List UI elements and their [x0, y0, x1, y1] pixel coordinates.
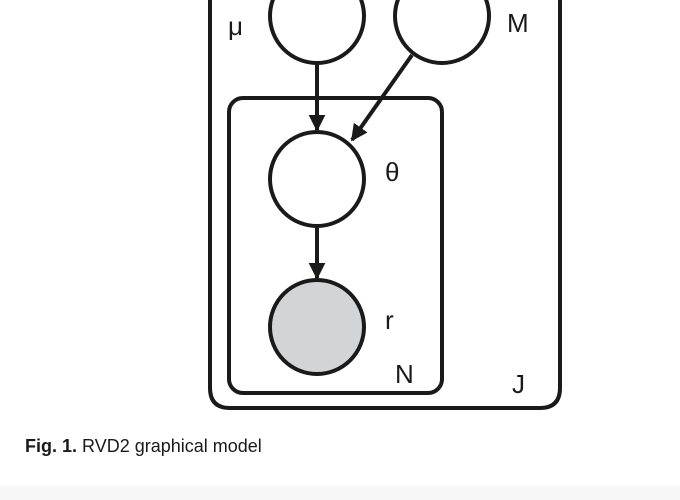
figure-number: Fig. 1. [25, 436, 78, 456]
label-r: r [385, 305, 394, 335]
edge-m-to-theta [350, 53, 414, 142]
plate-label-n: N [395, 359, 414, 389]
inner-plate-n [227, 96, 444, 395]
plate-label-j: J [512, 369, 525, 399]
figure-title: RVD2 graphical model [82, 436, 262, 456]
figure-caption: Fig. 1. RVD2 graphical model [25, 436, 262, 457]
label-m: M [507, 8, 529, 38]
node-r [268, 278, 366, 376]
node-theta [268, 130, 366, 228]
node-mu [268, 0, 366, 65]
label-mu: μ [228, 11, 243, 41]
label-theta: θ [385, 157, 399, 187]
graphical-model-diagram: μ M θ r N J [208, 0, 562, 410]
node-m [393, 0, 491, 65]
outer-plate-j [208, 0, 562, 410]
footer-band [0, 486, 680, 500]
